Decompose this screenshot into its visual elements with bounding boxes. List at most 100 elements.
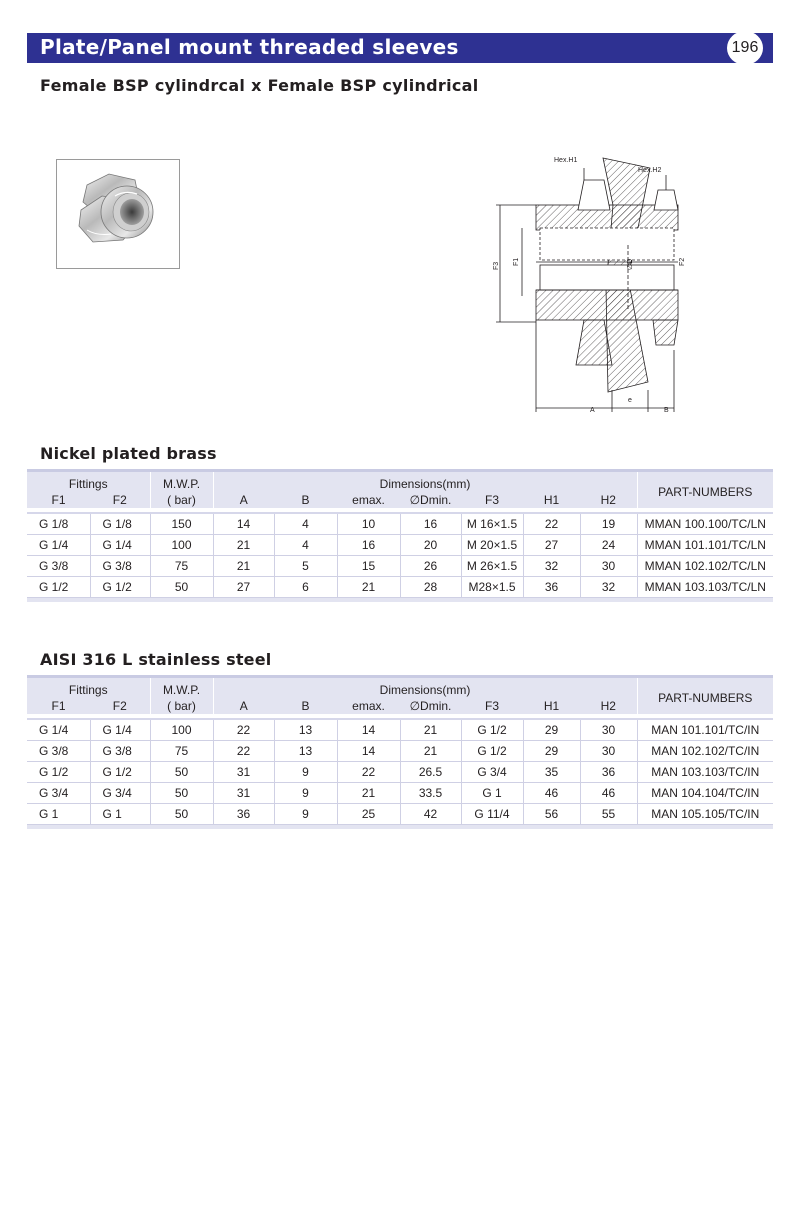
cell-emax: 21 bbox=[336, 782, 400, 804]
cell-f3: G 1/2 bbox=[460, 740, 523, 762]
header-part-numbers: PART-NUMBERS bbox=[636, 676, 774, 714]
table-row: G 1/8 G 1/8 150 14 4 10 16 M 16×1.5 22 1… bbox=[27, 512, 774, 535]
cell-part-number: MMAN 102.102/TC/LN bbox=[636, 555, 774, 577]
header-dimensions: Dimensions(mm) bbox=[212, 470, 638, 492]
cell-h1: 29 bbox=[522, 740, 580, 762]
cell-dmin: 26 bbox=[399, 555, 461, 577]
cell-h1: 27 bbox=[522, 534, 580, 556]
cell-h1: 29 bbox=[522, 718, 580, 741]
header-b: B bbox=[274, 698, 337, 714]
cell-f2: G 1/4 bbox=[89, 718, 150, 741]
cell-h1: 35 bbox=[522, 761, 580, 783]
header-f3: F3 bbox=[461, 492, 523, 508]
cell-part-number: MMAN 103.103/TC/LN bbox=[636, 576, 774, 598]
cell-mwp: 100 bbox=[149, 718, 213, 741]
cell-a: 14 bbox=[212, 512, 274, 535]
cell-f1: G 1/4 bbox=[27, 534, 90, 556]
cell-h2: 36 bbox=[579, 761, 638, 783]
cell-part-number: MAN 103.103/TC/IN bbox=[636, 761, 774, 783]
header-bar: ( bar) bbox=[149, 492, 213, 508]
header-f1: F1 bbox=[27, 492, 90, 508]
cell-h1: 32 bbox=[522, 555, 580, 577]
cell-b: 4 bbox=[273, 512, 337, 535]
cell-h2: 32 bbox=[579, 576, 638, 598]
page-number: 196 bbox=[727, 31, 763, 65]
cell-part-number: MMAN 101.101/TC/LN bbox=[636, 534, 774, 556]
cell-h1: 56 bbox=[522, 803, 580, 825]
cell-part-number: MAN 101.101/TC/IN bbox=[636, 718, 774, 741]
cell-h2: 46 bbox=[579, 782, 638, 804]
cell-dmin: 33.5 bbox=[399, 782, 461, 804]
cell-f2: G 1/4 bbox=[89, 534, 150, 556]
cell-h2: 24 bbox=[579, 534, 638, 556]
cell-f1: G 1/4 bbox=[27, 718, 90, 741]
cell-part-number: MAN 102.102/TC/IN bbox=[636, 740, 774, 762]
table-row: G 1/4 G 1/4 100 22 13 14 21 G 1/2 29 30 … bbox=[27, 718, 774, 741]
cell-dmin: 20 bbox=[399, 534, 461, 556]
header-emax: emax. bbox=[337, 698, 400, 714]
header-mwp: M.W.P. bbox=[149, 676, 213, 698]
header-a: A bbox=[212, 698, 274, 714]
cell-f1: G 3/8 bbox=[27, 740, 90, 762]
drawing-label-f3: F3 bbox=[493, 262, 500, 270]
page-subtitle: Female BSP cylindrcal x Female BSP cylin… bbox=[40, 76, 479, 95]
cell-b: 13 bbox=[273, 740, 337, 762]
cell-h2: 55 bbox=[579, 803, 638, 825]
cell-emax: 22 bbox=[336, 761, 400, 783]
drawing-label-f2: F2 bbox=[679, 258, 686, 266]
cell-a: 36 bbox=[212, 803, 274, 825]
cell-a: 31 bbox=[212, 782, 274, 804]
section-title-steel: AISI 316 L stainless steel bbox=[40, 650, 272, 669]
drawing-label-d: ∅D bbox=[627, 259, 634, 270]
drawing-label-b: B bbox=[664, 407, 669, 414]
header-h2: H2 bbox=[580, 698, 638, 714]
cell-b: 9 bbox=[273, 761, 337, 783]
cell-a: 22 bbox=[212, 740, 274, 762]
header-part-numbers: PART-NUMBERS bbox=[636, 470, 774, 508]
cell-h2: 30 bbox=[579, 555, 638, 577]
drawing-label-f1: F1 bbox=[513, 258, 520, 266]
header-b: B bbox=[274, 492, 337, 508]
technical-drawing: Hex.H1 Hex.H2 F3 F1 ∅D F2 A e B bbox=[488, 150, 703, 418]
table-row: G 1/2 G 1/2 50 27 6 21 28 M28×1.5 36 32 … bbox=[27, 576, 774, 598]
cell-f1: G 1/8 bbox=[27, 512, 90, 535]
header-h1: H1 bbox=[523, 698, 580, 714]
cell-f2: G 3/8 bbox=[89, 555, 150, 577]
cell-f3: M 16×1.5 bbox=[460, 512, 523, 535]
cell-dmin: 28 bbox=[399, 576, 461, 598]
cell-emax: 10 bbox=[336, 512, 400, 535]
cell-mwp: 75 bbox=[149, 740, 213, 762]
cell-a: 21 bbox=[212, 534, 274, 556]
page-title: Plate/Panel mount threaded sleeves bbox=[40, 35, 459, 59]
cell-a: 21 bbox=[212, 555, 274, 577]
cell-h2: 30 bbox=[579, 740, 638, 762]
header-bar: ( bar) bbox=[149, 698, 213, 714]
cell-f2: G 3/8 bbox=[89, 740, 150, 762]
cell-mwp: 50 bbox=[149, 803, 213, 825]
cell-f3: M 20×1.5 bbox=[460, 534, 523, 556]
cell-a: 31 bbox=[212, 761, 274, 783]
cell-mwp: 50 bbox=[149, 576, 213, 598]
product-photo bbox=[56, 159, 180, 269]
cell-b: 4 bbox=[273, 534, 337, 556]
table-row: G 3/8 G 3/8 75 21 5 15 26 M 26×1.5 32 30… bbox=[27, 555, 774, 577]
cell-emax: 25 bbox=[336, 803, 400, 825]
cell-f3: G 3/4 bbox=[460, 761, 523, 783]
cell-b: 5 bbox=[273, 555, 337, 577]
cell-h1: 22 bbox=[522, 512, 580, 535]
cell-f1: G 1/2 bbox=[27, 761, 90, 783]
header-emax: emax. bbox=[337, 492, 400, 508]
cell-f3: G 1 bbox=[460, 782, 523, 804]
drawing-label-hex-h2: Hex.H2 bbox=[638, 167, 661, 174]
cell-f1: G 3/8 bbox=[27, 555, 90, 577]
brass-table: Fittings M.W.P. Dimensions(mm) PART-NUMB… bbox=[27, 469, 774, 602]
cell-emax: 21 bbox=[336, 576, 400, 598]
header-mwp: M.W.P. bbox=[149, 470, 213, 492]
cell-emax: 14 bbox=[336, 740, 400, 762]
cell-f1: G 1/2 bbox=[27, 576, 90, 598]
cell-part-number: MMAN 100.100/TC/LN bbox=[636, 512, 774, 535]
cell-b: 13 bbox=[273, 718, 337, 741]
header-f2: F2 bbox=[90, 698, 150, 714]
header-f3: F3 bbox=[461, 698, 523, 714]
cell-f2: G 1/2 bbox=[89, 761, 150, 783]
